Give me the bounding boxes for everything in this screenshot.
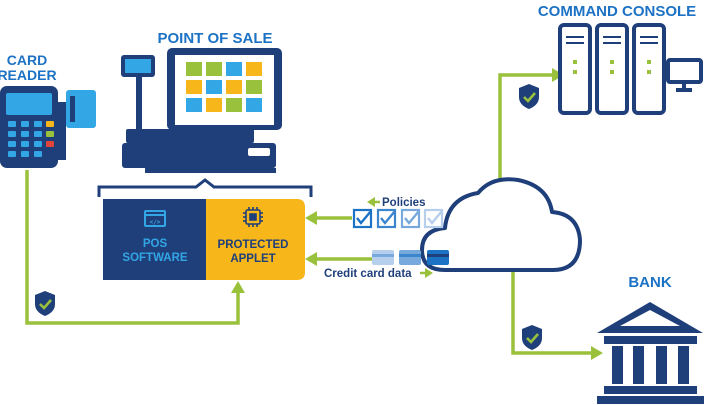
arrowhead-policies: [305, 211, 317, 225]
protected-applet-label-line1: PROTECTED: [218, 239, 289, 251]
code-window-icon: </>: [144, 210, 166, 227]
card-reader-label-line2: READER: [0, 67, 57, 83]
bank-label: BANK: [628, 274, 671, 291]
protected-applet-box: [206, 199, 305, 280]
credit-card-icon: [372, 250, 394, 265]
cloud-to-console-line: [498, 73, 556, 218]
pos-bracket: [97, 178, 313, 197]
arrowhead-policies-label: [367, 197, 375, 207]
policies-label: Policies: [382, 197, 425, 209]
command-console-label: COMMAND CONSOLE: [538, 3, 696, 20]
credit-card-icon: [399, 250, 421, 265]
pos-screen-tiles: [186, 62, 262, 112]
card-reader-label-line1: CARD: [7, 52, 47, 68]
cloud-icon: [420, 177, 582, 272]
shield-check-icon: [35, 291, 55, 316]
chip-icon: [243, 207, 263, 227]
arrowhead-to-bank: [591, 346, 603, 360]
policies-checkboxes: [352, 208, 444, 229]
card-reader-icon: [0, 86, 96, 168]
pos-software-box: [103, 199, 206, 280]
svg-text:</>: </>: [150, 219, 161, 226]
policy-check-icon: [376, 208, 397, 229]
pos-software-label-line2: SOFTWARE: [122, 252, 187, 264]
arrowhead-credit-label: [425, 268, 433, 278]
arrowhead-credit-card: [305, 252, 317, 266]
policy-check-icon: [400, 208, 421, 229]
point-of-sale-label: POINT OF SALE: [157, 30, 272, 47]
protected-applet-label-line2: APPLET: [230, 253, 275, 265]
server-rack-icon: [558, 23, 703, 115]
shield-check-icon: [522, 325, 542, 350]
pos-software-label-line1: POS: [143, 238, 168, 250]
credit-card-icon: [427, 250, 449, 265]
bank-building-icon: [597, 302, 704, 404]
policy-check-icon: [352, 208, 373, 229]
credit-card-data-label: Credit card data: [324, 268, 412, 280]
policy-check-icon: [423, 208, 444, 229]
arrowhead-to-applet-bottom: [231, 281, 245, 293]
shield-check-icon: [519, 84, 539, 109]
card-reader-to-applet-line: [25, 170, 240, 325]
pos-terminal-icon: [121, 48, 282, 173]
credit-card-data-cards: [372, 250, 449, 265]
